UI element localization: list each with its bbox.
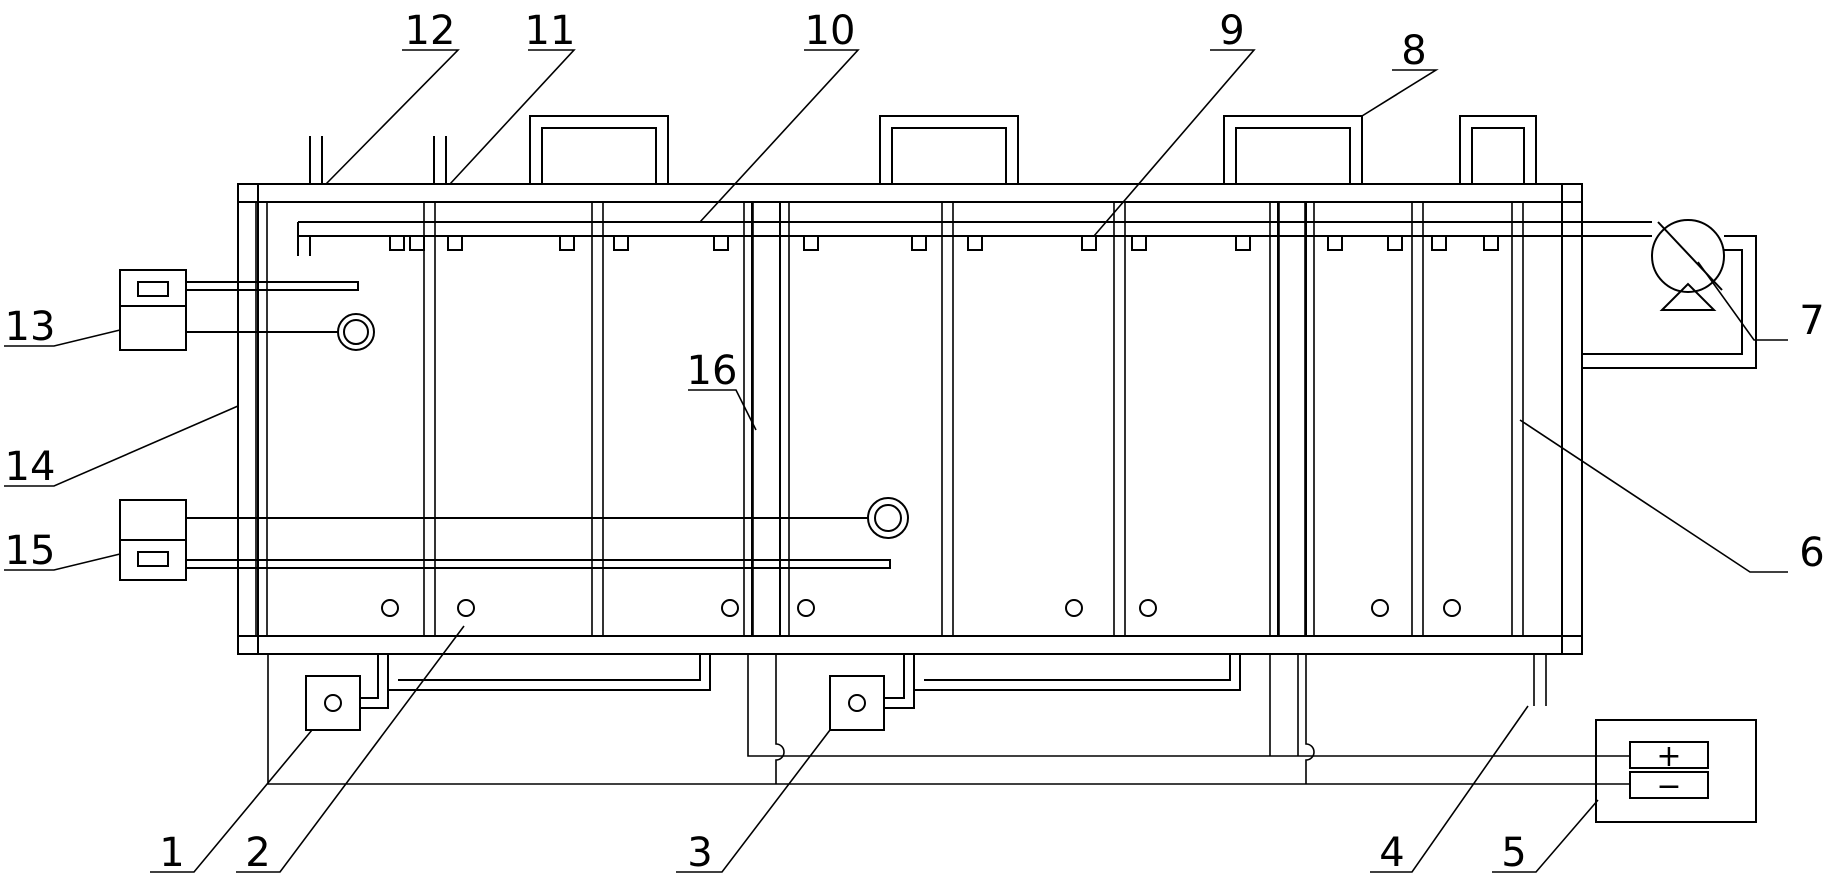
control-unit (119, 497, 909, 581)
spray-nozzle (911, 235, 927, 251)
sensor-icon (867, 497, 909, 539)
spray-nozzle (409, 235, 425, 251)
bottom-pump-left (305, 654, 711, 731)
spray-nozzle (389, 235, 405, 251)
spray-nozzle (1131, 235, 1147, 251)
tank-inner-outline (257, 201, 1563, 637)
electrode-plate (1304, 201, 1315, 637)
label-11: 11 (525, 8, 576, 54)
label-1: 1 (159, 830, 184, 876)
electrode-plate (779, 201, 790, 637)
tank-top-wall (237, 183, 1583, 203)
part-labels: 1 2 3 4 5 6 7 8 9 10 11 12 13 14 15 16 (5, 8, 1825, 876)
spray-nozzle (1387, 235, 1403, 251)
drain-hole (797, 599, 815, 617)
label-16: 16 (687, 348, 738, 394)
spray-nozzle (1431, 235, 1447, 251)
negative-terminal (1629, 771, 1709, 799)
partition-wall-2 (1277, 201, 1307, 637)
electrode-plate (1511, 201, 1524, 637)
spray-nozzles (389, 235, 1499, 251)
top-pipes (309, 136, 447, 184)
electrode-plate (591, 201, 604, 637)
tank-outer-wall (237, 183, 1583, 655)
drain-holes (381, 599, 1461, 617)
wiring (267, 654, 1630, 785)
power-supply: + − (1595, 719, 1757, 823)
pump-icon (324, 694, 342, 712)
electrode-plate (941, 201, 954, 637)
label-7: 7 (1799, 298, 1824, 344)
drain-hole (381, 599, 399, 617)
spray-nozzle (1235, 235, 1251, 251)
label-6: 6 (1799, 530, 1824, 576)
spray-nozzle (447, 235, 463, 251)
tank-left-wall (237, 183, 259, 655)
air-supply-unit (119, 269, 375, 351)
plus-symbol: + (1656, 739, 1681, 774)
leader-lines (4, 49, 1788, 873)
spray-nozzle (1483, 235, 1499, 251)
drain-hole (1371, 599, 1389, 617)
spray-nozzle (1327, 235, 1343, 251)
label-3: 3 (687, 830, 712, 876)
positive-terminal (1629, 741, 1709, 769)
spray-nozzle (967, 235, 983, 251)
circulation-pump (1582, 219, 1757, 369)
electrode-plate (423, 201, 436, 637)
spray-nozzle (559, 235, 575, 251)
partition-walls (751, 201, 1307, 637)
pump-icon (848, 694, 866, 712)
label-14: 14 (5, 444, 56, 490)
electrode-plate (255, 201, 268, 637)
drain-hole (721, 599, 739, 617)
drain-hole (457, 599, 475, 617)
electrode-plate (1269, 201, 1280, 637)
label-13: 13 (5, 304, 56, 350)
spray-nozzle (1081, 235, 1097, 251)
label-15: 15 (5, 528, 56, 574)
label-4: 4 (1379, 830, 1404, 876)
spray-nozzle (803, 235, 819, 251)
electrode-plate (1411, 201, 1424, 637)
bottom-pump-right (829, 654, 1241, 731)
label-10: 10 (805, 8, 856, 54)
overflow-u-pipes (529, 115, 1537, 184)
drain-hole (1065, 599, 1083, 617)
electrode-plate (743, 201, 754, 637)
label-2: 2 (245, 830, 270, 876)
label-5: 5 (1501, 830, 1526, 876)
label-9: 9 (1219, 8, 1244, 54)
label-8: 8 (1401, 28, 1426, 74)
electrode-plate (1113, 201, 1126, 637)
minus-symbol: − (1656, 769, 1681, 804)
spray-nozzle (713, 235, 729, 251)
tank-right-wall (1561, 183, 1583, 655)
drain-hole (1443, 599, 1461, 617)
electrode-plates (255, 201, 1524, 637)
gas-collection-pipe (297, 221, 1630, 256)
drain-hole (1139, 599, 1157, 617)
spray-nozzle (613, 235, 629, 251)
tank-bottom-wall (237, 635, 1583, 655)
partition-wall-1 (751, 201, 781, 637)
sensor-icon (337, 313, 375, 351)
pump-icon (1651, 219, 1725, 293)
label-12: 12 (405, 8, 456, 54)
